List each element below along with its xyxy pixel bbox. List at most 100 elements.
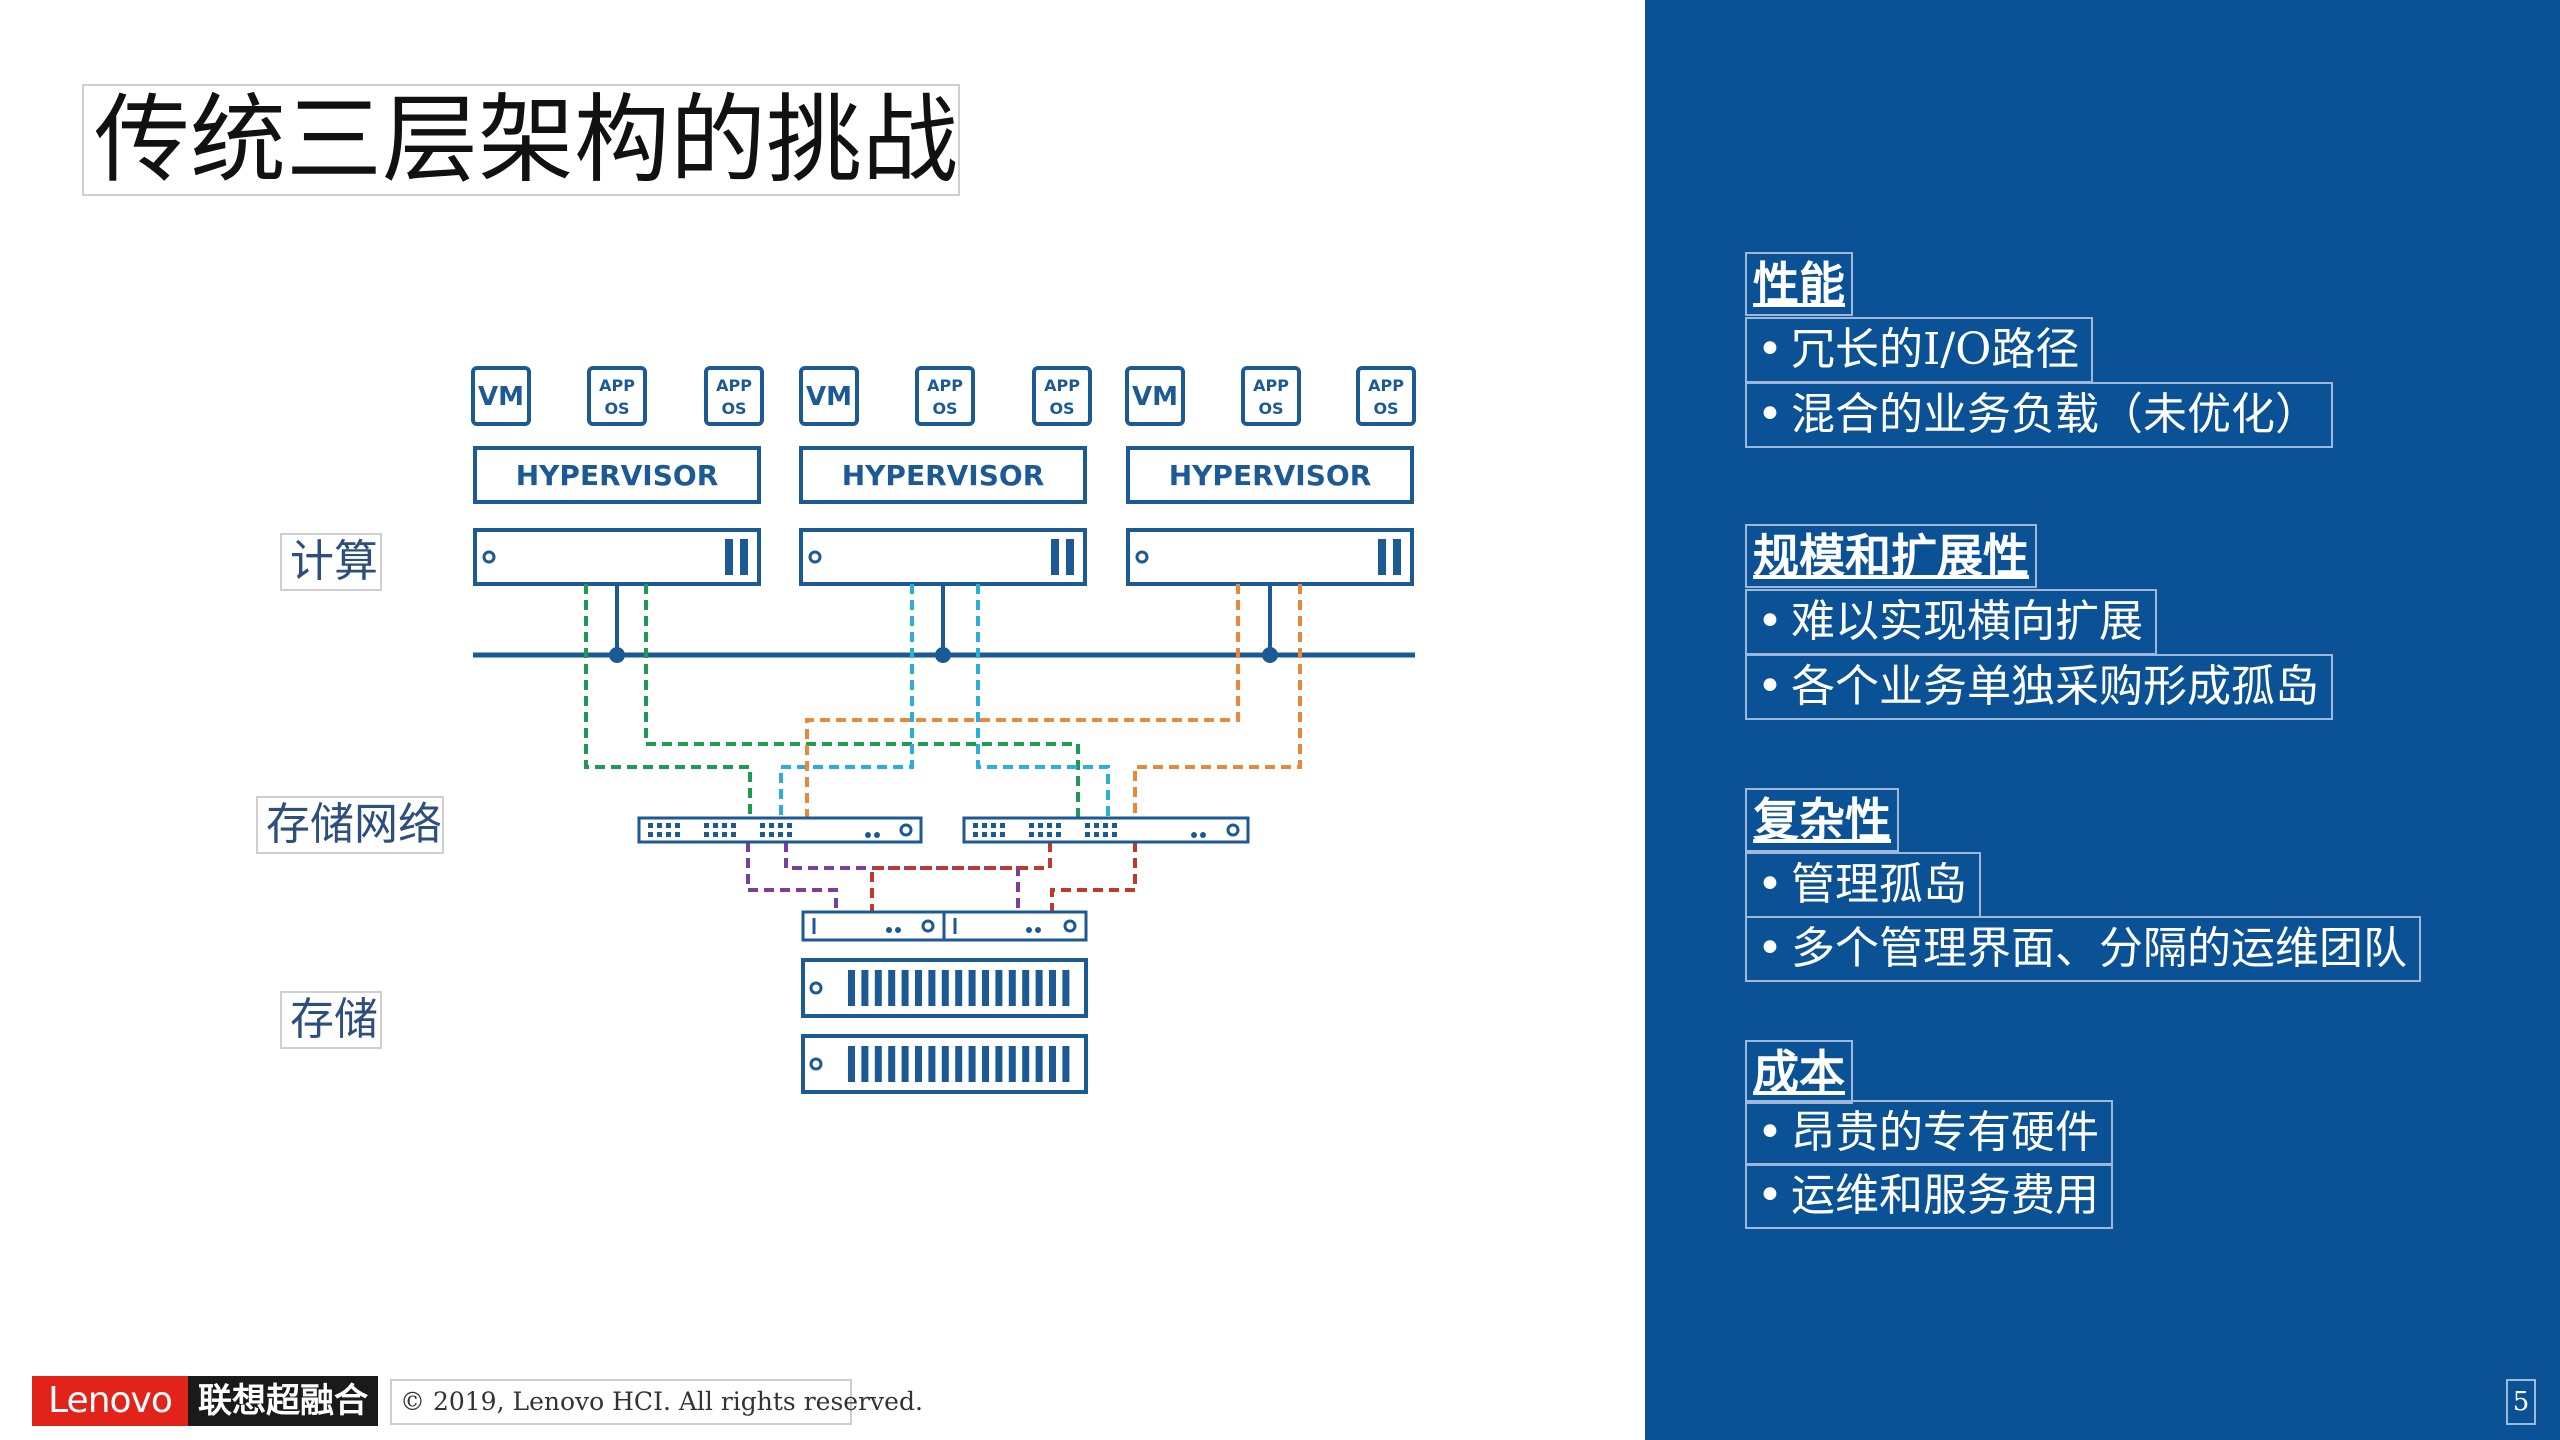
item-service-costs: •运维和服务费用	[1745, 1163, 2113, 1229]
label-compute: 计算	[280, 533, 382, 591]
item-text: 难以实现横向扩展	[1791, 596, 2143, 647]
app-os-box	[1032, 366, 1092, 426]
hypervisor-box	[1126, 446, 1414, 504]
app-os-box	[1356, 366, 1416, 426]
compute-server	[473, 528, 761, 586]
app-os-box	[1241, 366, 1301, 426]
item-silos: •各个业务单独采购形成孤岛	[1745, 654, 2333, 720]
drive-bay	[848, 970, 855, 1006]
os-label: OS	[932, 399, 957, 418]
item-text: 混合的业务负载（未优化）	[1791, 389, 2319, 440]
vm-box	[1125, 366, 1185, 426]
drive-bay	[901, 1046, 909, 1082]
app-label: APP	[599, 376, 635, 395]
three-tier-architecture-diagram: VM APP OS APP OS HYPERVISOR VM APP OS AP…	[471, 366, 1416, 1094]
copyright-notice: © 2019, Lenovo HCI. All rights reserved.	[390, 1379, 923, 1425]
logo-hci-cn: 联想超融合	[188, 1376, 378, 1426]
app-os-box	[915, 366, 975, 426]
drive-bay	[1035, 1046, 1043, 1082]
bullet: •	[1757, 661, 1783, 712]
label-storage-network: 存储网络	[256, 796, 444, 854]
drive-bay	[928, 970, 936, 1006]
storage-controllers	[801, 910, 1088, 942]
item-text: 多个管理界面、分隔的运维团队	[1791, 923, 2407, 974]
bullet: •	[1757, 1170, 1783, 1221]
heading-scale: 规模和扩展性	[1745, 524, 2037, 588]
drive-bay	[1035, 970, 1043, 1006]
drive-bay	[848, 1046, 855, 1082]
bullet: •	[1757, 324, 1783, 375]
drive-bay	[874, 970, 882, 1006]
san-switch-2	[962, 816, 1250, 844]
vm-label: VM	[1132, 382, 1178, 412]
compute-server	[1126, 528, 1414, 586]
drive-bay	[1022, 1046, 1030, 1082]
drive-bay	[995, 970, 1003, 1006]
drive-bay	[1062, 970, 1070, 1006]
heading-performance: 性能	[1745, 252, 1853, 316]
drive-bay	[955, 1046, 963, 1082]
app-label: APP	[1044, 376, 1080, 395]
item-expensive-hardware: •昂贵的专有硬件	[1745, 1100, 2113, 1166]
app-label: APP	[1368, 376, 1404, 395]
item-hard-scale-out: •难以实现横向扩展	[1745, 589, 2157, 655]
challenges-panel: 性能 •冗长的I/O路径 •混合的业务负载（未优化） 规模和扩展性 •难以实现横…	[1645, 0, 2560, 1440]
host-1: VM APP OS APP OS HYPERVISOR	[471, 366, 764, 586]
page-title: 传统三层架构的挑战	[82, 84, 960, 196]
drive-bay	[968, 970, 976, 1006]
lenovo-logo: Lenovo 联想超融合	[32, 1376, 378, 1426]
app-label: APP	[716, 376, 752, 395]
drive-bay	[928, 1046, 936, 1082]
bullet: •	[1757, 923, 1783, 974]
app-label: APP	[927, 376, 963, 395]
label-storage: 存储	[280, 991, 382, 1049]
item-mixed-workload: •混合的业务负载（未优化）	[1745, 382, 2333, 448]
drive-bay	[1022, 970, 1030, 1006]
host-2: VM APP OS APP OS HYPERVISOR	[799, 366, 1092, 586]
drive-bay	[1049, 970, 1056, 1006]
drive-bay	[915, 970, 922, 1006]
drive-bay	[888, 1046, 896, 1082]
drive-bay	[1049, 1046, 1056, 1082]
disk-array-2	[801, 1034, 1088, 1094]
item-text: 冗长的I/O路径	[1791, 324, 2080, 375]
os-label: OS	[1258, 399, 1283, 418]
bullet: •	[1757, 596, 1783, 647]
hypervisor-box	[799, 446, 1087, 504]
drive-bay	[941, 970, 949, 1006]
vm-box	[471, 366, 531, 426]
drive-bay	[874, 1046, 882, 1082]
vm-label: VM	[806, 382, 852, 412]
bullet: •	[1757, 859, 1783, 910]
san-paths	[584, 584, 1302, 912]
heading-cost: 成本	[1745, 1040, 1853, 1104]
os-label: OS	[721, 399, 746, 418]
hypervisor-box	[473, 446, 761, 504]
host-3: VM APP OS APP OS HYPERVISOR	[1125, 366, 1416, 586]
drive-bay	[968, 1046, 976, 1082]
logo-lenovo-text: Lenovo	[32, 1376, 188, 1426]
drive-bay	[861, 970, 869, 1006]
network-bus	[473, 584, 1415, 663]
drive-bay	[888, 970, 896, 1006]
item-text: 管理孤岛	[1791, 859, 1967, 910]
drive-bay	[1008, 1046, 1016, 1082]
drive-bay	[982, 970, 989, 1006]
drive-bay	[901, 970, 909, 1006]
drive-bay	[941, 1046, 949, 1082]
hypervisor-label: HYPERVISOR	[842, 459, 1045, 492]
item-long-io-path: •冗长的I/O路径	[1745, 317, 2094, 383]
app-label: APP	[1253, 376, 1289, 395]
drive-bay	[861, 1046, 869, 1082]
vm-box	[799, 366, 859, 426]
os-label: OS	[1373, 399, 1398, 418]
hypervisor-label: HYPERVISOR	[1169, 459, 1372, 492]
vm-label: VM	[478, 382, 524, 412]
item-text: 各个业务单独采购形成孤岛	[1791, 661, 2319, 712]
drive-bay	[1062, 1046, 1070, 1082]
os-label: OS	[1049, 399, 1074, 418]
drive-bay	[982, 1046, 989, 1082]
item-multiple-interfaces: •多个管理界面、分隔的运维团队	[1745, 916, 2421, 982]
disk-array-1	[801, 958, 1088, 1018]
drive-bay	[995, 1046, 1003, 1082]
